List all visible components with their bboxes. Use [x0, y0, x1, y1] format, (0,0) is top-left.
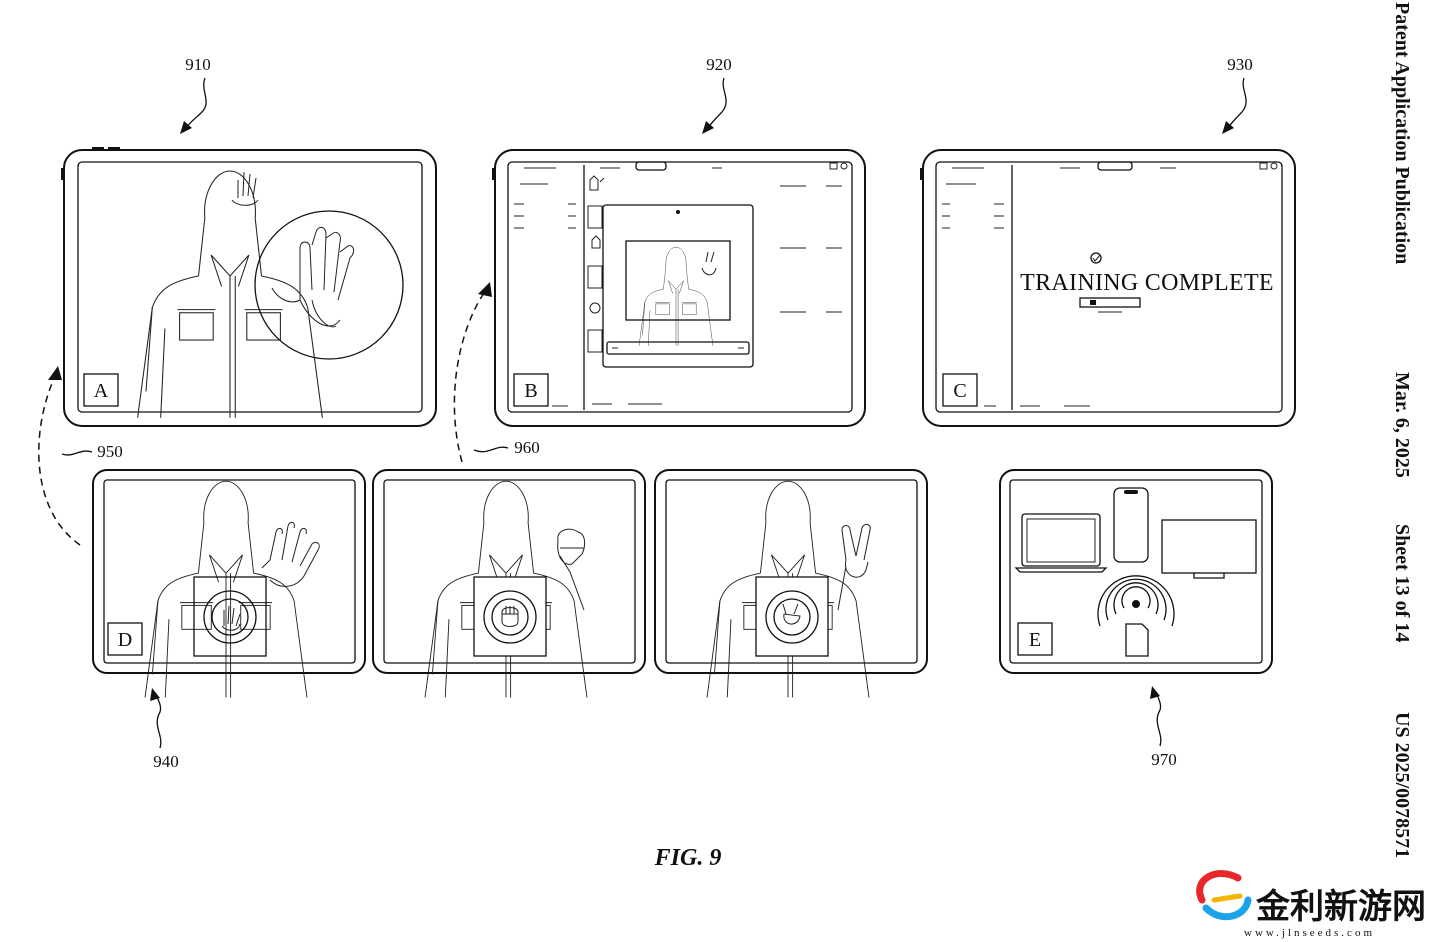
panel-label-d: D — [118, 629, 132, 651]
leader-930 — [1227, 77, 1247, 129]
arrowhead-970 — [1150, 686, 1160, 699]
panel-label-c: C — [953, 380, 966, 402]
leader-920 — [707, 77, 727, 129]
hand-small-icon — [231, 171, 259, 206]
target-fist-icon — [501, 606, 519, 627]
tablet-d-peace — [654, 469, 928, 698]
panel-label-e: E — [1029, 629, 1041, 651]
tablet-e-devices: E — [999, 469, 1273, 674]
header-publication: Patent Application Publication — [1391, 2, 1413, 264]
target-peace-icon — [782, 603, 801, 625]
gesture-hand-icon — [589, 175, 605, 191]
tablet-b: B — [492, 149, 866, 427]
check-circle-icon — [1090, 252, 1102, 264]
open-hand-icon — [271, 226, 355, 328]
side-header: Patent Application Publication Mar. 6, 2… — [1391, 2, 1413, 858]
document-icon — [1125, 623, 1149, 657]
arrowhead-960 — [478, 282, 492, 297]
watermark-name: 金利新游网 — [1255, 887, 1426, 926]
tablet-c: TRAINING COMPLETE C — [920, 149, 1296, 427]
transition-arrow-950 — [38, 373, 81, 546]
ref-950: 950 — [97, 442, 123, 461]
arrowhead-930 — [1222, 121, 1234, 134]
leader-910 — [185, 77, 207, 129]
ref-910: 910 — [185, 55, 211, 74]
capture-modal — [602, 204, 754, 368]
gesture-peace-icon — [591, 235, 601, 249]
tablet-a: A — [61, 147, 437, 427]
figure-caption: FIG. 9 — [654, 845, 722, 871]
monitor-icon — [1161, 519, 1257, 574]
tablet-d-fist — [372, 469, 646, 698]
panel-label-a: A — [94, 380, 109, 402]
broadcast-icon — [1097, 575, 1175, 627]
watermark-url: www.jlnseeds.com — [1244, 927, 1375, 939]
laptop-icon — [1021, 513, 1101, 567]
transition-arrow-960 — [453, 289, 487, 463]
leader-960 — [473, 446, 509, 453]
ref-940: 940 — [153, 752, 179, 771]
ref-970: 970 — [1151, 750, 1177, 769]
panel-label-b: B — [524, 380, 537, 402]
leader-950 — [61, 450, 93, 456]
done-button[interactable] — [1079, 297, 1141, 308]
open-hand-icon — [261, 521, 320, 587]
header-date: Mar. 6, 2025 — [1391, 372, 1413, 478]
target-hand-icon — [221, 605, 241, 631]
phone-icon — [1113, 487, 1149, 563]
arrowhead-910 — [180, 121, 192, 134]
arrowhead-940 — [150, 688, 160, 701]
watermark: 金利新游网 www.jlnseeds.com — [1196, 870, 1426, 939]
header-sheet: Sheet 13 of 14 — [1391, 524, 1413, 642]
peace-sign-icon — [837, 523, 871, 611]
arrowhead-950 — [48, 366, 62, 380]
tablet-d-open-hand: D — [92, 469, 366, 698]
arrowhead-920 — [702, 121, 714, 134]
magnify-circle — [254, 210, 404, 360]
leader-940 — [155, 693, 162, 749]
ref-960: 960 — [514, 438, 540, 457]
header-number: US 2025/0078571 — [1391, 712, 1413, 858]
ref-920: 920 — [706, 55, 732, 74]
watermark-logo-icon — [1196, 870, 1252, 921]
gesture-fist-icon — [589, 302, 601, 314]
training-complete-text: TRAINING COMPLETE — [1020, 270, 1274, 296]
ref-930: 930 — [1227, 55, 1253, 74]
peace-sign-icon — [701, 251, 717, 276]
leader-970 — [1155, 691, 1162, 747]
fist-icon — [557, 528, 586, 611]
